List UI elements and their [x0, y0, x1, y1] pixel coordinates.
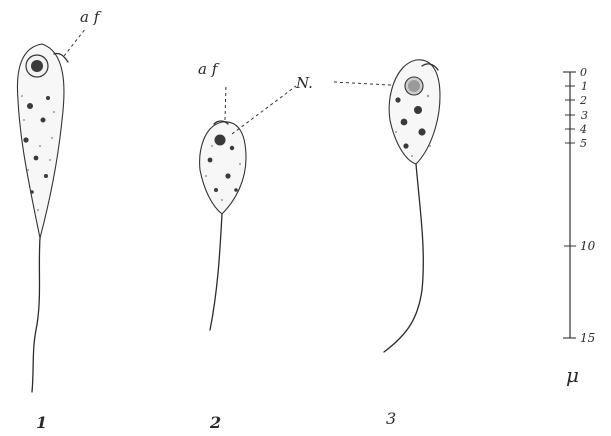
organism-1-flagellum	[32, 238, 40, 392]
label-anterior-flagellum-1: a f	[80, 8, 102, 26]
scale-bar-label-0: 0	[580, 66, 587, 79]
scale-bar-label-15: 15	[580, 331, 595, 345]
organism-3-nucleus	[408, 80, 420, 92]
organism-2-leader-af	[225, 84, 226, 120]
figure-number-2: 2	[209, 413, 221, 432]
scale-bar-label-3: 3	[581, 109, 588, 122]
nucleus-callout: N.	[232, 74, 408, 134]
scale-bar-label-5: 5	[580, 137, 587, 150]
scale-bar-unit: μ	[566, 363, 579, 387]
nucleus-leader-to-2	[232, 86, 296, 134]
scale-bar: 0 1 2 3 4 5 10 15 μ	[563, 66, 596, 387]
figure-numbers: 1 2 3	[36, 409, 396, 432]
organism-1-nucleus	[31, 60, 43, 72]
organism-2: a f	[198, 60, 246, 330]
organism-2-nucleus	[215, 135, 226, 146]
figure-number-1: 1	[36, 413, 47, 432]
label-anterior-flagellum-2: a f	[198, 60, 220, 78]
figure-number-3: 3	[386, 409, 396, 428]
organism-3-flagellum	[384, 164, 423, 352]
scale-bar-label-2: 2	[579, 94, 587, 107]
scale-bar-label-10: 10	[580, 239, 596, 253]
scale-bar-label-1: 1	[581, 80, 588, 93]
organism-1-leader	[64, 28, 86, 56]
organism-3	[384, 60, 440, 352]
organism-2-flagellum	[210, 214, 222, 330]
label-nucleus: N.	[295, 74, 313, 92]
organism-1: a f	[17, 8, 101, 392]
scale-bar-label-4: 4	[579, 123, 587, 136]
